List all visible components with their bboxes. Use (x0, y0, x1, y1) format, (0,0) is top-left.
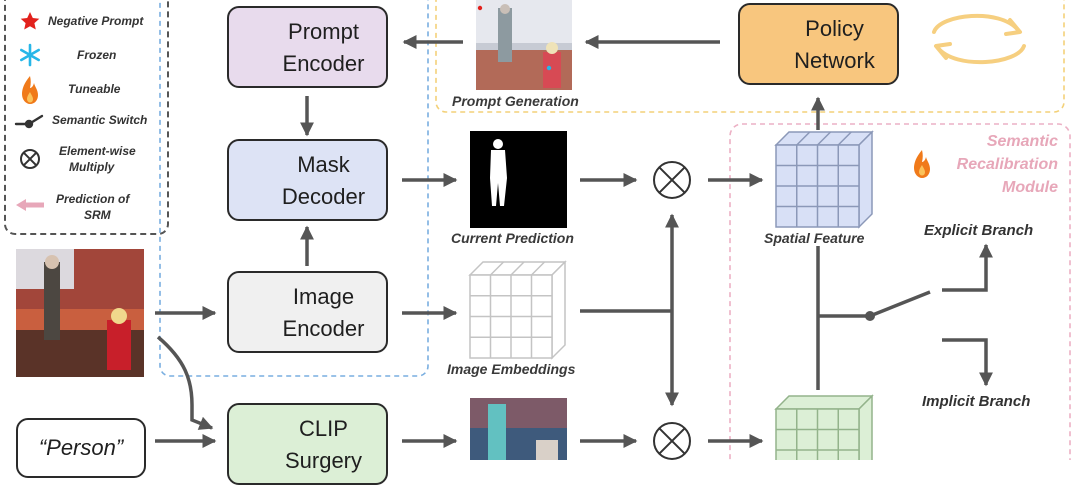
legend-semantic-switch: Semantic Switch (52, 113, 148, 127)
legend-element-wise-line1: Element-wise (59, 144, 136, 158)
clip-surgery-box: CLIP Surgery (227, 403, 388, 485)
flame-icon (914, 150, 930, 178)
current-prediction-mask (470, 131, 567, 228)
text-prompt-box: “Person” (16, 418, 146, 478)
multiply-node-bottom (653, 422, 691, 460)
legend-element-wise-line2: Multiply (69, 160, 115, 174)
srm-title-line2: Recalibration (956, 156, 1058, 173)
legend-prediction-line1: Prediction of (56, 192, 130, 206)
mask-decoder-label-line2: Decoder (281, 184, 366, 209)
semantic-feature-grid (774, 394, 874, 460)
circled-times-icon (20, 149, 40, 169)
clip-surgery-label-line1: CLIP (299, 416, 348, 441)
semantic-switch-icon (14, 114, 44, 129)
cycle-arrows-icon (932, 13, 1026, 65)
clip-surgery-label-line2: Surgery (284, 448, 363, 473)
caption-spatial-feature: Spatial Feature (764, 230, 865, 246)
legend-frame (4, 0, 169, 235)
pink-arrow-icon (16, 199, 44, 211)
prompt-encoder-label-line1: Prompt (288, 19, 359, 44)
image-encoder-label-line2: Encoder (282, 316, 365, 341)
policy-region-frame (435, 0, 1065, 113)
diagram-canvas (4, 0, 1071, 460)
srm-region-frame (729, 123, 1071, 460)
srm-title-line1: Semantic (986, 133, 1058, 150)
caption-prompt-generation: Prompt Generation (452, 93, 579, 109)
image-encoder-box: Image Encoder (227, 271, 388, 353)
legend-frozen: Frozen (77, 48, 117, 62)
prompt-encoder-label-line2: Encoder (282, 51, 365, 76)
srm-title-line3: Module (1002, 179, 1058, 196)
implicit-branch-label: Implicit Branch (922, 393, 1031, 410)
star-icon (20, 12, 40, 30)
caption-current-prediction: Current Prediction (451, 230, 574, 246)
input-image (16, 249, 144, 377)
policy-network-label-line1: Policy (805, 16, 864, 41)
caption-image-embeddings: Image Embeddings (447, 361, 576, 377)
switch-pivot (865, 311, 875, 321)
mask-decoder-box: Mask Decoder (227, 139, 388, 221)
policy-network-box: Policy Network (738, 3, 899, 85)
flame-icon (22, 76, 38, 104)
multiply-node-top (653, 161, 691, 199)
legend-negative-prompt: Negative Prompt (48, 14, 144, 28)
image-encoder-label-line1: Image (292, 284, 355, 309)
prompt-generation-image (476, 0, 572, 90)
prompt-encoder-box: Prompt Encoder (227, 6, 388, 88)
flow-arrows (155, 35, 993, 448)
policy-network-label-line2: Network (794, 48, 875, 73)
explicit-branch-label: Explicit Branch (924, 222, 1034, 239)
snowflake-icon (19, 43, 41, 67)
legend-tuneable: Tuneable (68, 82, 121, 96)
text-prompt-label: “Person” (38, 435, 124, 460)
legend-prediction-line2: SRM (84, 208, 111, 222)
clip-surgery-map (470, 398, 567, 460)
mask-decoder-label-line1: Mask (297, 152, 350, 177)
image-embeddings-grid (468, 260, 567, 360)
spatial-feature-grid (774, 130, 874, 229)
